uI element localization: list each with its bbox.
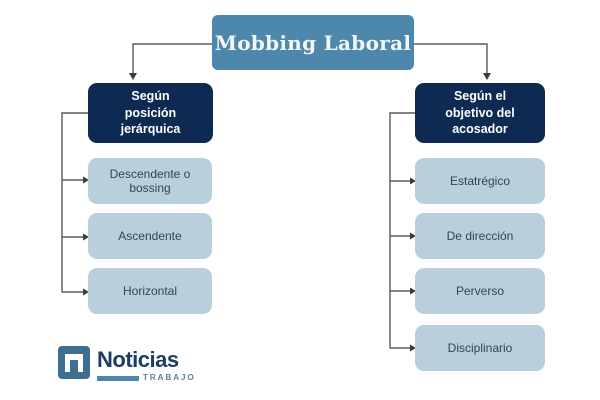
logo-tagline: TRABAJO xyxy=(143,373,196,382)
item-de-direccion: De dirección xyxy=(415,213,545,259)
item-horizontal: Horizontal xyxy=(88,268,212,314)
item-perverso: Perverso xyxy=(415,268,545,314)
noticias-trabajo-logo: Noticias TRABAJO xyxy=(58,346,196,382)
logo-name: Noticias xyxy=(97,347,179,372)
branch-right-header: Según el objetivo del acosador xyxy=(415,83,545,143)
logo-text: Noticias TRABAJO xyxy=(97,346,196,382)
logo-subline: TRABAJO xyxy=(97,374,196,382)
item-ascendente: Ascendente xyxy=(88,213,212,259)
diagram-title: Mobbing Laboral xyxy=(212,15,414,70)
item-disciplinario: Disciplinario xyxy=(415,325,545,371)
item-estrategico: Estatrégico xyxy=(415,158,545,204)
noticias-logo-icon xyxy=(58,346,90,379)
logo-bar xyxy=(97,375,139,381)
logo-n-notch xyxy=(70,360,78,372)
branch-left-header: Según posición jerárquica xyxy=(88,83,213,143)
item-descendente: Descendente o bossing xyxy=(88,158,212,204)
